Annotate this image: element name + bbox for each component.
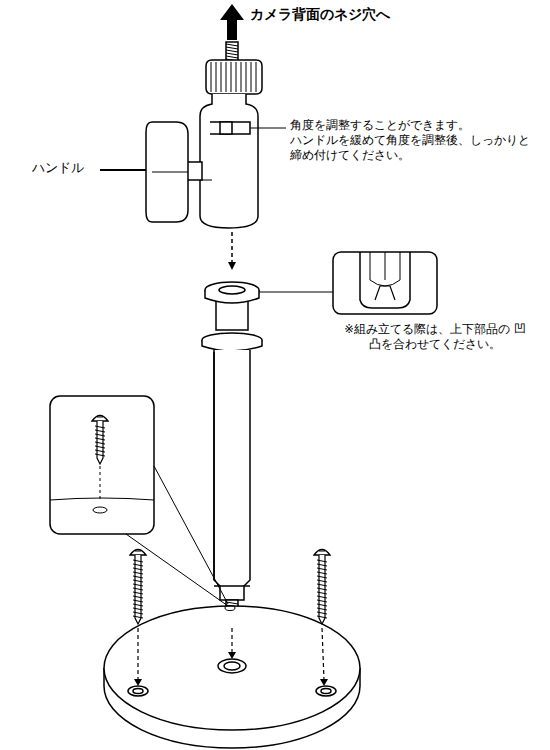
screw-thread bbox=[133, 616, 143, 618]
thread-line bbox=[226, 50, 238, 52]
up-arrow bbox=[220, 4, 244, 40]
screw-thread bbox=[133, 568, 143, 570]
note-text: 角度を調整することができます。 bbox=[290, 118, 545, 133]
note-text: ※組み立てる際は、上下部品の 凹凸を合わせてください。 bbox=[340, 322, 530, 352]
screw-thread bbox=[95, 434, 105, 436]
stand-pole bbox=[202, 282, 262, 600]
dashed-guides bbox=[138, 628, 324, 680]
screw-thread bbox=[317, 560, 327, 562]
screw-thread bbox=[317, 616, 327, 618]
wood-screws bbox=[92, 416, 330, 625]
thread-line bbox=[226, 44, 238, 46]
screw-thread bbox=[95, 430, 105, 432]
screw-head bbox=[92, 416, 108, 422]
screw-thread bbox=[317, 572, 327, 574]
thread-line bbox=[226, 53, 238, 55]
screw-thread bbox=[317, 600, 327, 602]
screw-thread bbox=[133, 564, 143, 566]
screw-thread bbox=[133, 596, 143, 598]
part-name: ハンドル bbox=[32, 160, 98, 177]
thread-line bbox=[226, 47, 238, 49]
screw-thread bbox=[317, 596, 327, 598]
screw-head bbox=[130, 550, 146, 556]
screw-thread bbox=[317, 592, 327, 594]
leader-line bbox=[250, 128, 286, 129]
screw-thread bbox=[133, 572, 143, 574]
screw-thread bbox=[317, 608, 327, 610]
screw-thread bbox=[133, 600, 143, 602]
knurl-line bbox=[251, 62, 252, 92]
note-text: ハンドルを緩めて角度を調整後、しっかりと 締め付けてください。 bbox=[290, 133, 542, 163]
screw-thread bbox=[317, 584, 327, 586]
thread-line bbox=[226, 56, 238, 58]
arrowheads bbox=[134, 652, 328, 686]
screw-thread bbox=[133, 584, 143, 586]
screw-head bbox=[314, 550, 330, 556]
screw-thread bbox=[133, 576, 143, 578]
knurl-line bbox=[211, 62, 212, 92]
screw-thread bbox=[317, 564, 327, 566]
screw-thread bbox=[95, 426, 105, 428]
knurl-line bbox=[216, 62, 217, 92]
knurl-line bbox=[236, 62, 237, 92]
handle bbox=[146, 122, 202, 222]
screw-thread bbox=[133, 612, 143, 614]
detail-inset bbox=[259, 252, 437, 314]
screw-thread bbox=[317, 576, 327, 578]
knurl-line bbox=[241, 62, 242, 92]
screw-thread bbox=[95, 438, 105, 440]
screw-thread bbox=[133, 592, 143, 594]
screw-thread bbox=[317, 568, 327, 570]
screw-slot bbox=[319, 551, 325, 552]
screw-thread bbox=[95, 446, 105, 448]
stud-threads bbox=[226, 44, 238, 61]
screw-thread bbox=[95, 454, 105, 456]
knurl-line bbox=[246, 62, 247, 92]
screw-thread bbox=[317, 580, 327, 582]
knurl-line bbox=[221, 62, 222, 92]
knurling bbox=[211, 62, 256, 92]
screw-thread bbox=[317, 604, 327, 606]
knurl-line bbox=[226, 62, 227, 92]
screw-thread bbox=[317, 612, 327, 614]
screw-thread bbox=[95, 442, 105, 444]
screw-thread bbox=[317, 588, 327, 590]
tilt-head-body bbox=[200, 94, 258, 228]
base-plate bbox=[104, 606, 360, 749]
leader-line bbox=[100, 169, 146, 171]
knurled-knob bbox=[206, 60, 262, 94]
screw-thread bbox=[133, 604, 143, 606]
camera-stud bbox=[226, 42, 238, 62]
screw-slot bbox=[97, 417, 103, 418]
knurl-line bbox=[256, 62, 257, 92]
screw-thread bbox=[133, 608, 143, 610]
screw-thread bbox=[95, 450, 105, 452]
screw-thread bbox=[133, 560, 143, 562]
direction-label: カメラ背面のネジ穴へ bbox=[250, 5, 450, 23]
screw-slot bbox=[135, 551, 141, 552]
screw-thread bbox=[133, 588, 143, 590]
screw-thread bbox=[133, 580, 143, 582]
knurl-line bbox=[231, 62, 232, 92]
assembly-arrow bbox=[228, 232, 236, 270]
